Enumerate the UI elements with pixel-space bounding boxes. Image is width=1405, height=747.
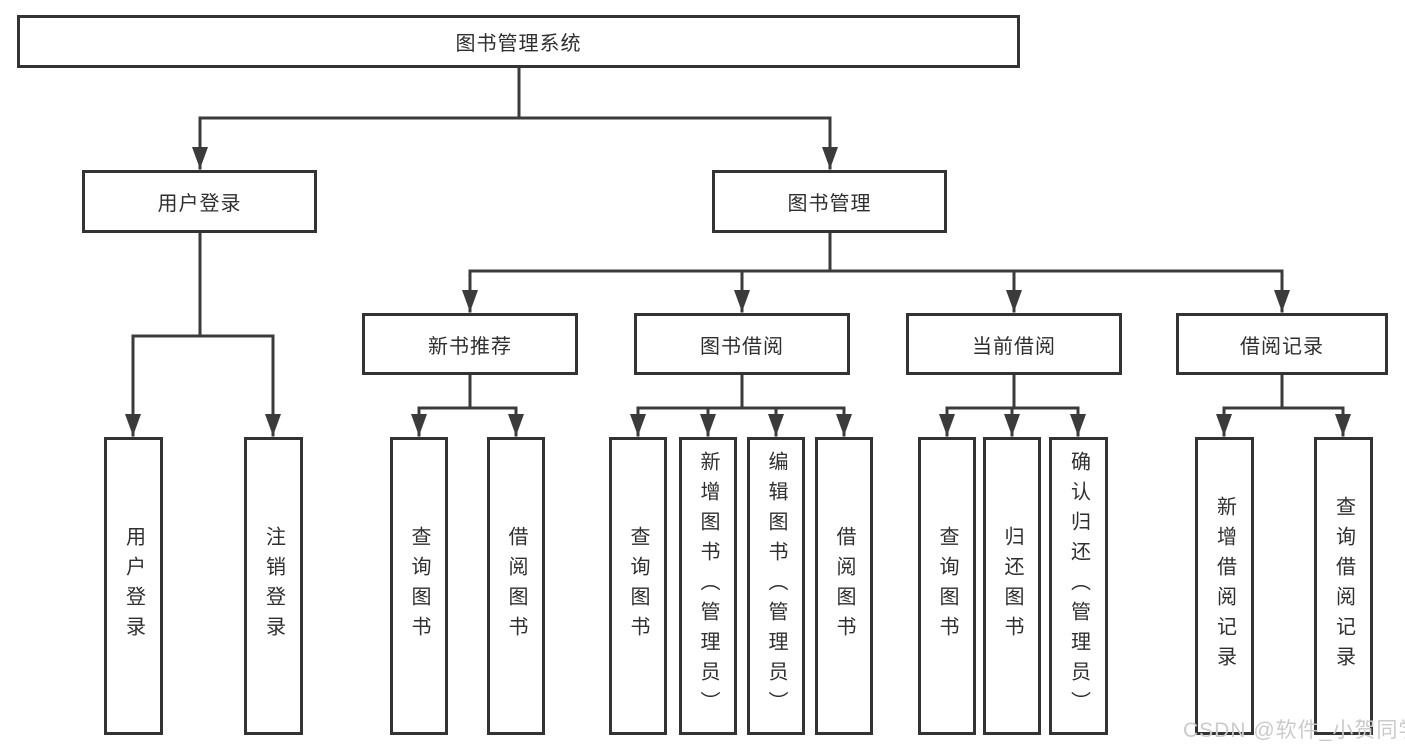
node-label: 图书借阅 [700,335,784,358]
node-label: 查询图书 [936,526,958,646]
node-user-login-leaf: 用户登录 [104,437,163,735]
node-label: 当前借阅 [972,335,1056,358]
node-label: 新书推荐 [428,335,512,358]
node-add-borrow-record: 新增借阅记录 [1195,437,1254,735]
node-label: 新增图书（管理员） [697,451,719,721]
node-logout: 注销登录 [244,437,303,735]
node-label: 借阅图书 [505,526,527,646]
node-label: 借阅记录 [1240,335,1324,358]
node-label: 图书管理系统 [455,33,582,55]
node-borrow-records: 借阅记录 [1176,313,1388,375]
node-label: 用户登录 [157,193,242,215]
node-label: 归还图书 [1001,526,1023,646]
node-label: 注销登录 [262,526,285,646]
node-add-books-admin: 新增图书（管理员） [679,437,737,735]
watermark-text: CSDN @软件_小贺同学 [1183,719,1405,742]
node-user-login-branch: 用户登录 [82,170,317,233]
node-book-management: 图书管理 [712,170,947,233]
node-new-book-recommend: 新书推荐 [362,313,578,375]
node-label: 查询图书 [408,526,430,646]
node-edit-books-admin: 编辑图书（管理员） [747,437,805,735]
node-label: 借阅图书 [833,526,855,646]
node-label: 查询图书 [627,526,649,646]
node-label: 图书管理 [787,193,872,215]
node-query-borrow-record: 查询借阅记录 [1314,437,1373,735]
node-current-borrow: 当前借阅 [906,313,1122,375]
node-return-books: 归还图书 [983,437,1041,735]
node-label: 确认归还（管理员） [1067,451,1090,721]
node-query-books-borrow: 查询图书 [609,437,667,735]
node-label: 查询借阅记录 [1332,496,1355,676]
node-confirm-return-admin: 确认归还（管理员） [1049,437,1108,735]
node-label: 编辑图书（管理员） [765,451,787,721]
node-query-books-recommend: 查询图书 [390,437,448,735]
node-label: 用户登录 [122,526,145,646]
node-book-borrow: 图书借阅 [634,313,850,375]
node-library-management-system: 图书管理系统 [17,15,1020,68]
node-borrow-books-recommend: 借阅图书 [487,437,545,735]
node-query-books-current: 查询图书 [918,437,976,735]
node-label: 新增借阅记录 [1213,496,1236,676]
node-borrow-books-leaf: 借阅图书 [815,437,873,735]
